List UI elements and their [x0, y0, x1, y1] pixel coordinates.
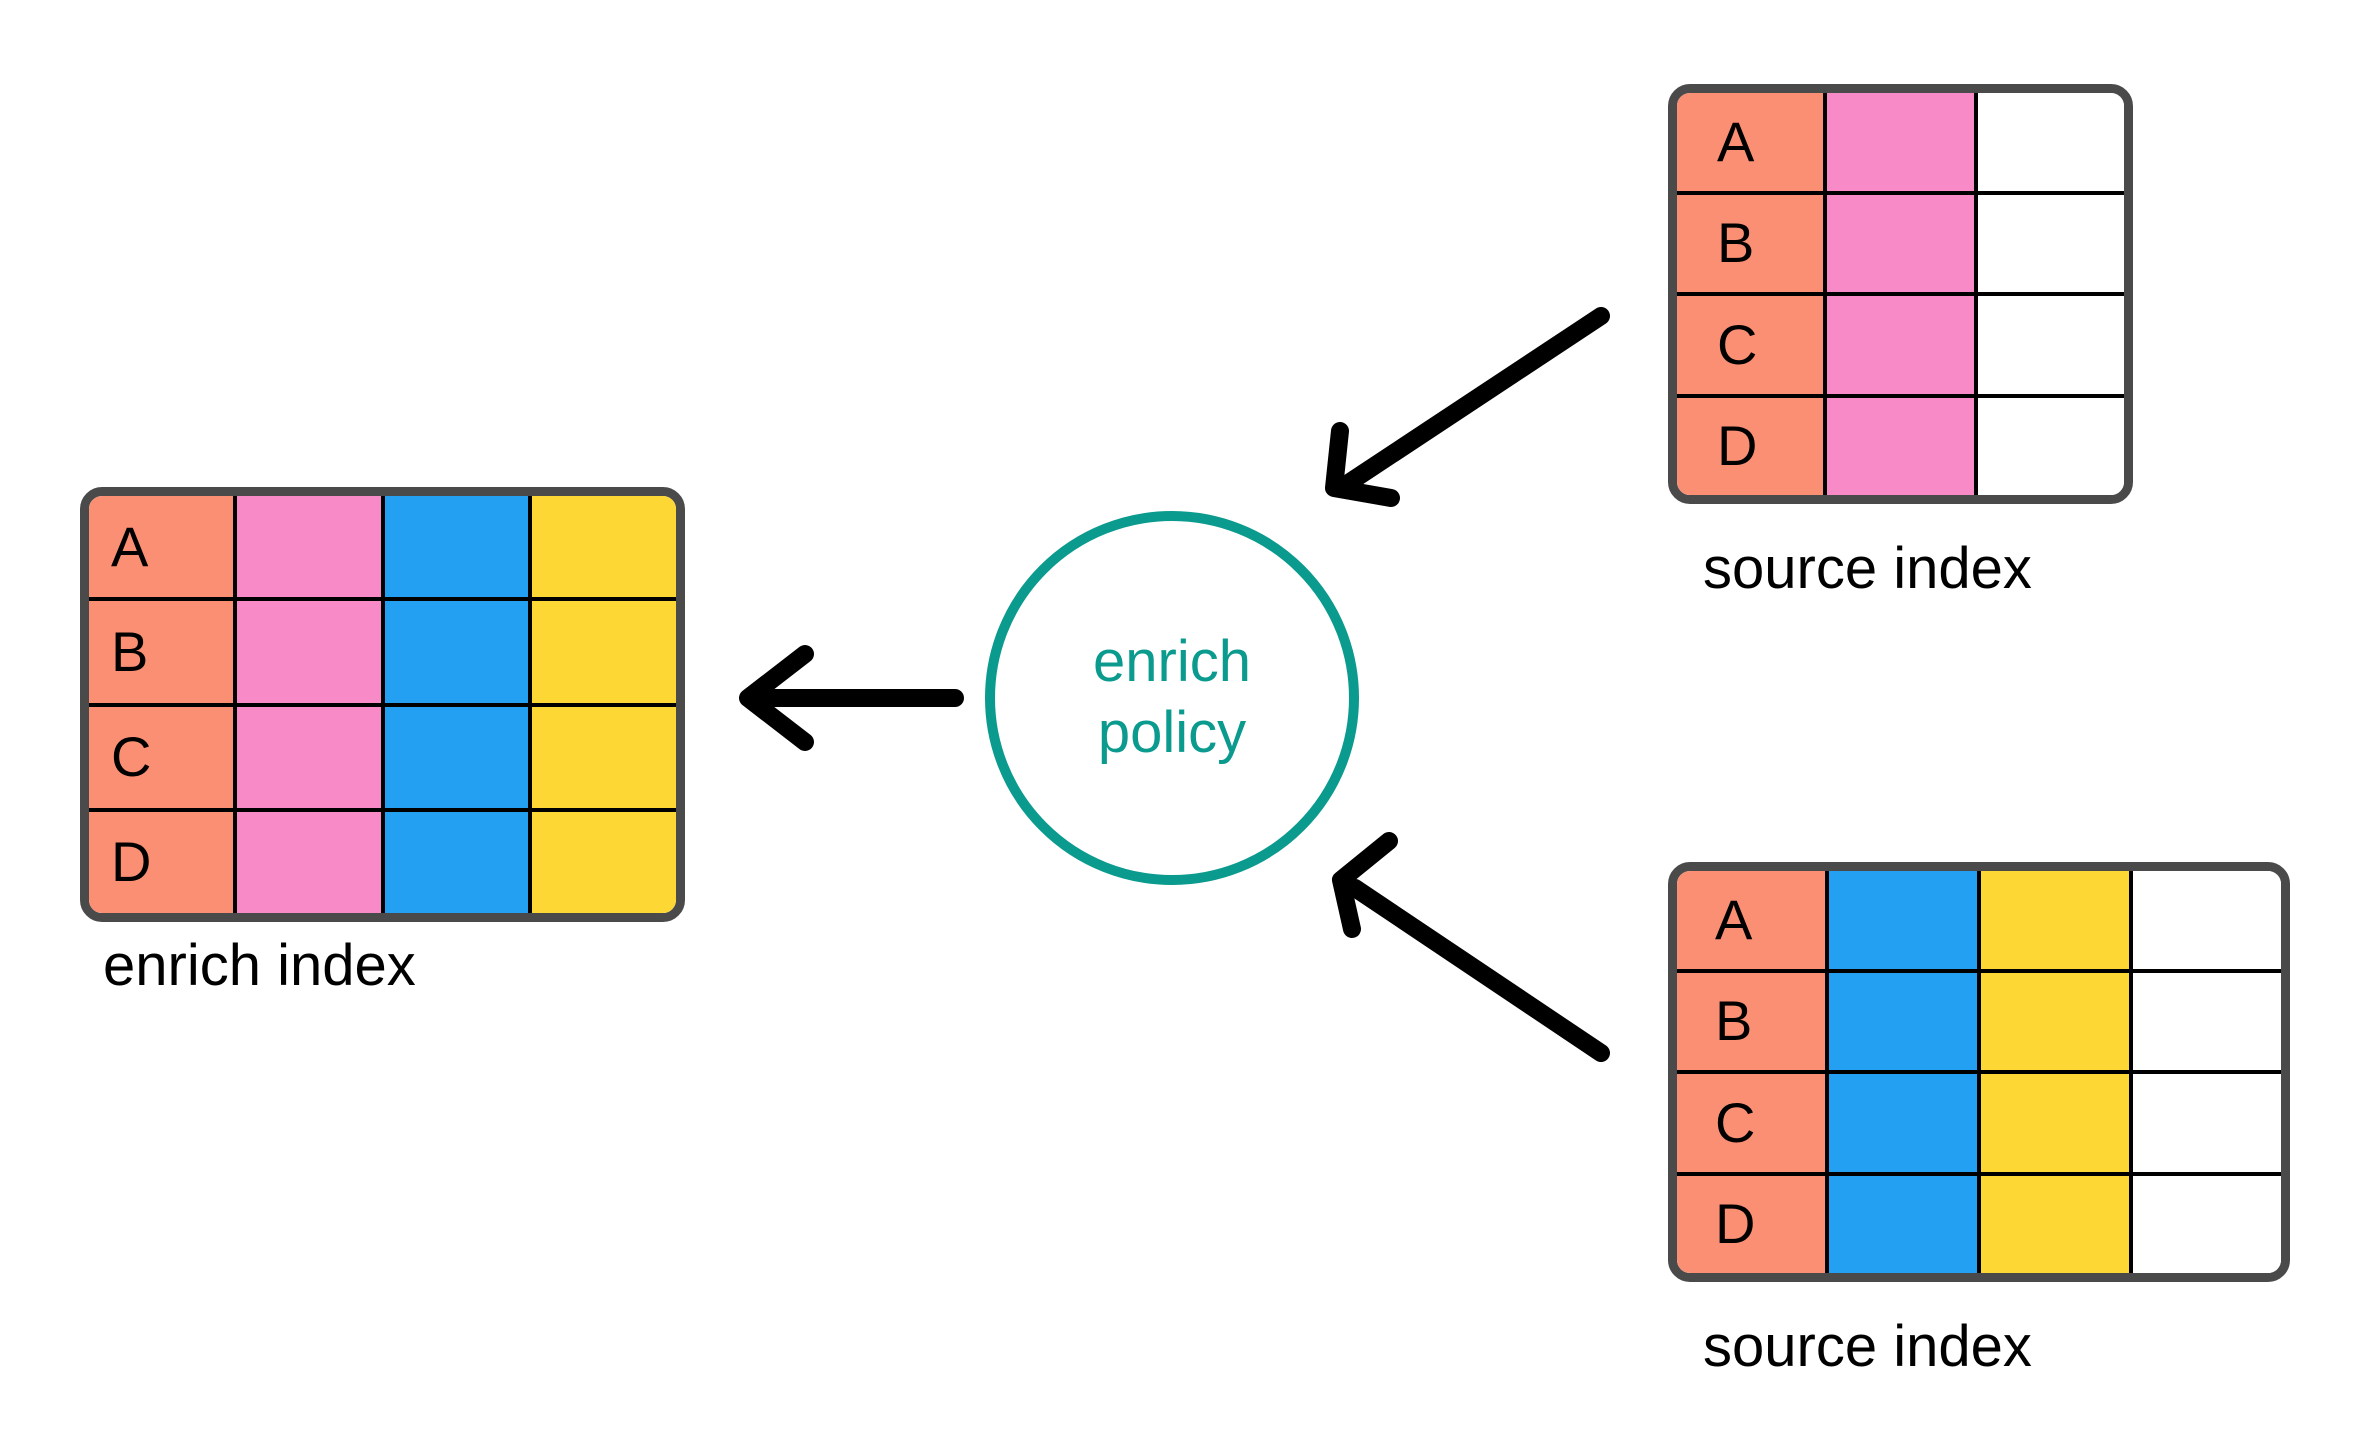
source-bottom-blue-cell — [1829, 972, 1981, 1070]
enrich-index-blue-cell — [384, 496, 533, 598]
source-top-key-cell: B — [1677, 194, 1828, 292]
table-row: A — [1677, 93, 2124, 195]
source-top-pink-cell — [1827, 397, 1978, 495]
source-index-bottom-label: source index — [1703, 1314, 2032, 1379]
source-top-pink-cell — [1827, 296, 1978, 394]
source-bottom-yellow-cell — [1981, 972, 2133, 1070]
table-row: B — [1677, 972, 2281, 1074]
source-bottom-key-cell: A — [1677, 871, 1829, 969]
arrow-source-top-to-policy-icon — [1325, 307, 1610, 507]
source-index-top-table: A B C D — [1668, 84, 2133, 504]
source-bottom-yellow-cell — [1981, 1175, 2133, 1273]
table-row: C — [89, 706, 676, 812]
enrich-policy-label-line1: enrich — [1093, 629, 1251, 695]
enrich-index-pink-cell — [236, 706, 385, 808]
enrich-index-key-cell: C — [89, 706, 237, 808]
source-bottom-blue-cell — [1829, 1074, 1981, 1172]
enrich-index-pink-cell — [236, 811, 385, 913]
source-top-key-cell: C — [1677, 296, 1828, 394]
enrich-index-pink-cell — [236, 601, 385, 703]
table-row: C — [1677, 1074, 2281, 1176]
table-row: A — [1677, 871, 2281, 973]
enrich-index-label: enrich index — [103, 933, 416, 998]
source-bottom-key-cell: D — [1677, 1175, 1829, 1273]
source-bottom-empty-cell — [2133, 1175, 2281, 1273]
source-bottom-yellow-cell — [1981, 871, 2133, 969]
arrow-source-bottom-to-policy-icon — [1332, 832, 1610, 1062]
source-index-bottom-table: A B C D — [1668, 862, 2290, 1282]
source-top-empty-cell — [1977, 296, 2124, 394]
table-row: D — [89, 811, 676, 913]
source-bottom-key-cell: B — [1677, 972, 1829, 1070]
source-bottom-empty-cell — [2133, 871, 2281, 969]
enrich-index-table: A B C D — [80, 487, 685, 922]
enrich-index-yellow-cell — [532, 811, 676, 913]
source-top-pink-cell — [1827, 93, 1978, 191]
enrich-index-yellow-cell — [532, 496, 676, 598]
table-row: C — [1677, 296, 2124, 398]
enrich-policy-label-line2: policy — [1097, 700, 1247, 765]
enrich-index-pink-cell — [236, 496, 385, 598]
source-top-key-cell: D — [1677, 397, 1828, 495]
enrich-index-blue-cell — [384, 706, 533, 808]
enrich-index-yellow-cell — [532, 601, 676, 703]
source-bottom-yellow-cell — [1981, 1074, 2133, 1172]
table-row: D — [1677, 397, 2124, 495]
enrich-index-key-cell: D — [89, 811, 237, 913]
arrow-policy-to-enrich-index-icon — [739, 645, 964, 751]
table-row: A — [89, 496, 676, 602]
table-row: D — [1677, 1175, 2281, 1273]
source-top-empty-cell — [1977, 397, 2124, 495]
source-top-pink-cell — [1827, 194, 1978, 292]
source-bottom-empty-cell — [2133, 1074, 2281, 1172]
enrich-index-key-cell: A — [89, 496, 237, 598]
source-bottom-blue-cell — [1829, 1175, 1981, 1273]
source-bottom-blue-cell — [1829, 871, 1981, 969]
table-row: B — [89, 601, 676, 707]
source-index-top-label: source index — [1703, 536, 2032, 601]
enrich-index-blue-cell — [384, 811, 533, 913]
source-top-empty-cell — [1977, 93, 2124, 191]
table-row: B — [1677, 194, 2124, 296]
enrich-index-yellow-cell — [532, 706, 676, 808]
source-top-empty-cell — [1977, 194, 2124, 292]
enrich-index-key-cell: B — [89, 601, 237, 703]
enrich-policy-node: enrich policy — [985, 511, 1359, 885]
source-bottom-key-cell: C — [1677, 1074, 1829, 1172]
enrich-index-blue-cell — [384, 601, 533, 703]
source-top-key-cell: A — [1677, 93, 1828, 191]
source-bottom-empty-cell — [2133, 972, 2281, 1070]
